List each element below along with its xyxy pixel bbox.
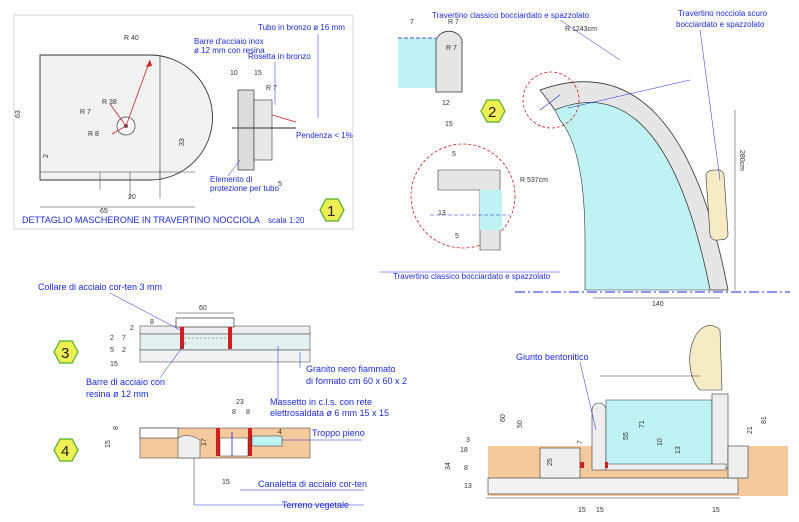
d5-dim-13b: 13 [675,446,682,454]
dim-20: 20 [128,194,136,201]
d5-dim-7: 7 [577,440,584,444]
detail-1-frame [13,14,354,230]
d5-dim-21: 21 [747,426,754,434]
dim-r7b: R 7 [266,85,277,92]
dim-r8: R 8 [88,131,99,138]
d3-dim-8: 8 [150,319,154,326]
d4-note-overflow: Troppo pieno [312,428,365,438]
d3-note-screed-1: Massetto in c.l.s. con rete [270,397,372,407]
detail-1-title: DETTAGLIO MASCHERONE IN TRAVERTINO NOCCI… [22,215,260,225]
svg-text:4: 4 [61,443,69,460]
dim-r7: R 7 [80,109,91,116]
d4-dim-8b: 8 [246,409,250,416]
d3-note-screed-2: elettrosaldata ø 6 mm 15 x 15 [270,408,389,418]
svg-text:3: 3 [61,345,69,362]
d2-dim-13: 13 [438,210,446,217]
d4-dim-15b: 15 [222,479,230,486]
d2-dim-5a: 5 [452,151,456,158]
dim-15: 15 [254,70,262,77]
d2-title-top: Travertino classico bocciardato e spazzo… [432,11,590,20]
d5-dim-15c: 15 [712,507,720,514]
detail-5-pool-section: Giunto bentonitico 60 50 18 3 34 8 13 25… [445,325,788,514]
d3-dim-7: 7 [122,335,126,342]
d5-dim-50: 50 [517,420,524,428]
d4-dim-8c: 8 [113,426,120,430]
d2-dim-7: 7 [410,19,414,26]
d5-dim-10: 10 [657,438,664,446]
d2-dim-r537: R 537cm [520,177,548,184]
d5-note-joint: Giunto bentonitico [516,352,589,362]
d2-title-right-2: bocciardato e spazzolato [676,20,765,29]
d5-dim-71: 71 [639,420,646,428]
dim-r38: R 38 [102,99,117,106]
d5-dim-15a: 15 [578,507,586,514]
d3-dim-60: 60 [199,305,207,312]
detail-4-overflow-channel: 23 8 8 15 8 17 4 15 Troppo pieno Canalet… [53,399,367,510]
d4-note-channel: Canaletta di acciaio cor-ten [258,479,367,489]
d5-dim-13: 13 [464,483,472,490]
d5-dim-55: 55 [623,432,630,440]
dim-65: 65 [100,208,108,215]
d2-dim-15: 15 [445,121,453,128]
detail-1-badge: 1 [319,198,345,222]
dim-63: 63 [15,110,22,118]
d5-dim-34: 34 [445,462,452,470]
d5-dim-15b: 15 [596,507,604,514]
dim-r40: R 40 [124,35,139,42]
detail-zoom-circle [410,143,516,249]
note-protect-1: Elemento di [210,175,252,184]
d2-title-right-1: Travertino nocciola scuro [678,9,768,18]
d5-dim-81: 81 [761,416,768,424]
detail-4-badge: 4 [53,438,79,462]
d5-dim-25: 25 [547,458,554,466]
pool-water [554,102,711,291]
d3-note-bars-1: Barre di acciaio con [86,377,165,387]
d3-dim-2: 2 [130,325,134,332]
detail-3-floor-drain: 60 2 7 8 2 5 15 2 Collare di acciaio cor… [38,282,407,418]
d3-dim-15: 15 [110,361,118,368]
d3-dim-2b: 2 [110,335,114,342]
d3-dim-2c: 2 [122,347,126,354]
detail-2-pool-plan: 7 R 7 R 7 12 15 5 13 5 R 1243cm R 537cm … [380,9,790,308]
d4-dim-23: 23 [236,399,244,406]
note-rosette: Rosetta in bronzo [248,52,311,61]
d3-dim-5: 5 [110,347,114,354]
dim-10: 10 [230,70,238,77]
dim-2: 2 [43,154,50,158]
d2-dim-280: 280cm [738,150,745,171]
note-bars: Barre d'acciaio inox [194,37,264,46]
d3-note-granite-1: Granito nero fiammato [306,364,396,374]
d5-dim-60: 60 [500,414,507,422]
d2-title-bottom: Travertino classico bocciardato e spazzo… [393,272,551,281]
d2-dim-12: 12 [442,100,450,107]
d2-dim-140: 140 [652,301,664,308]
note-bars-2: ø 12 mm con resina [194,46,265,55]
d3-note-bars-2: resina ø 12 mm [86,389,149,399]
d5-dim-18: 18 [460,447,468,454]
svg-text:1: 1 [327,203,335,220]
note-tube: Tubo in bronzo ø 16 mm [258,23,345,32]
d2-dim-r1243: R 1243cm [565,26,597,33]
note-protect-2: protezione per tubo [210,184,279,193]
dim-5: 5 [278,181,282,188]
d2-dim-5b: 5 [455,233,459,240]
detail-2-badge: 2 [480,99,506,123]
d4-dim-15: 15 [105,440,112,448]
detail-1-scale: scala 1:20 [268,216,305,225]
d5-dim-8: 8 [464,465,468,472]
d2-dim-r7b: R 7 [446,45,457,52]
d3-note-granite-2: di formato cm 60 x 60 x 2 [306,376,407,386]
d4-dim-4: 4 [278,429,282,436]
d5-dim-3: 3 [466,437,470,444]
svg-text:2: 2 [488,104,496,121]
d3-note-collar: Collare di acciaio cor-ten 3 mm [38,282,162,292]
d4-dim-17: 17 [201,438,208,446]
d4-dim-8: 8 [232,409,236,416]
detail-3-badge: 3 [53,340,79,364]
dim-33: 33 [179,138,186,146]
note-slope: Pendenza < 1% [296,131,353,140]
detail-1-fountain-mask: R 40 R 38 R 7 R 8 63 33 2 20 65 10 15 R … [13,14,354,230]
d2-dim-r7: R 7 [448,19,459,26]
